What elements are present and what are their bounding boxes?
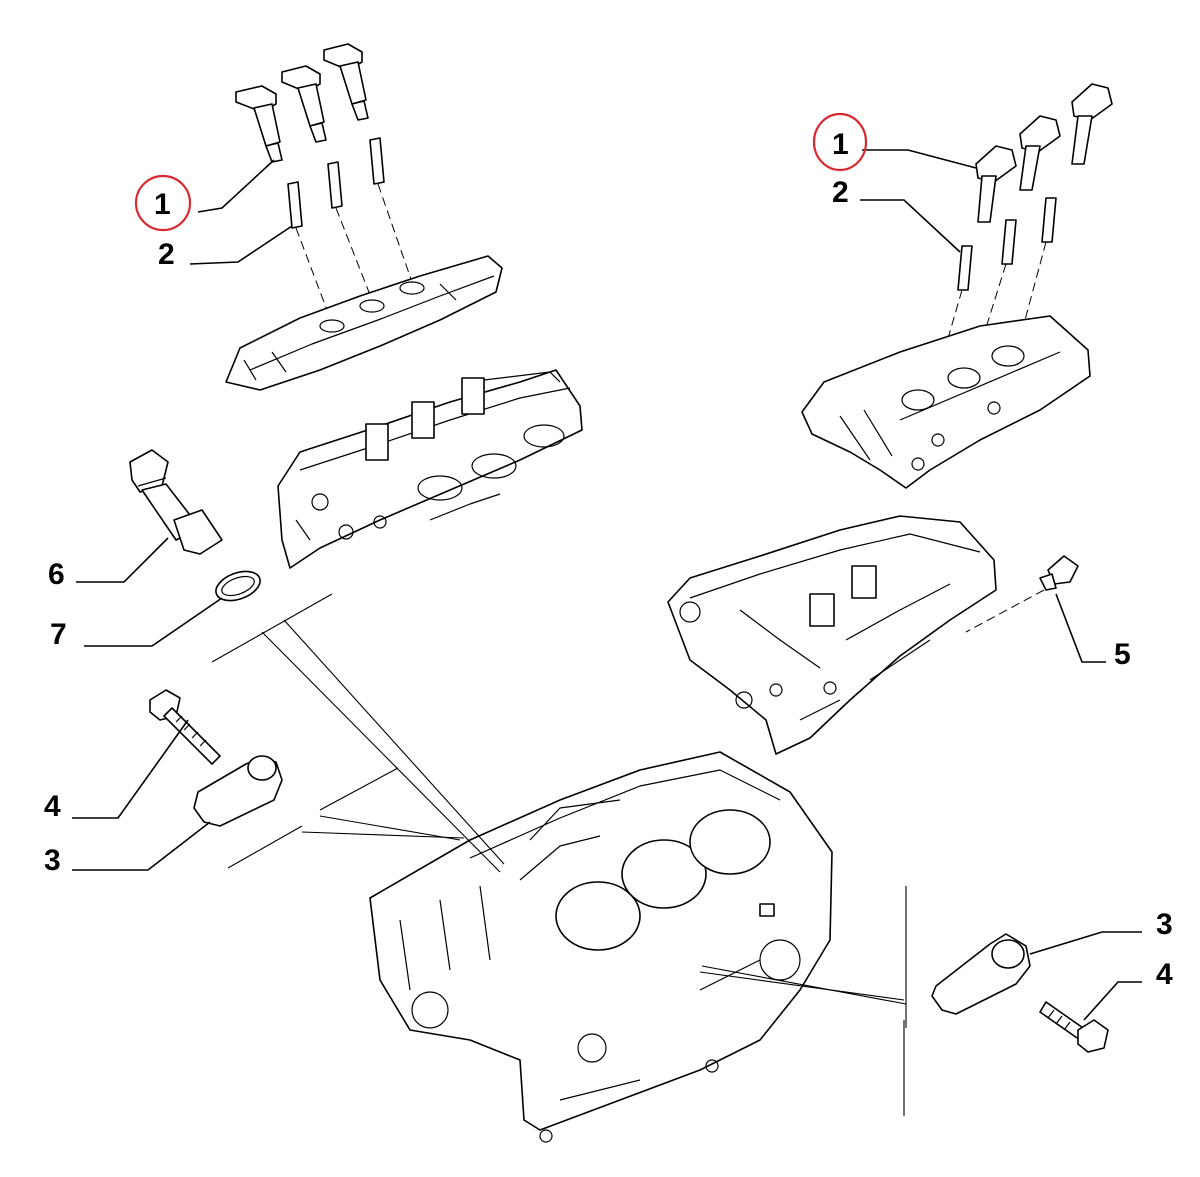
right-cylinder-head — [667, 515, 997, 755]
callout-oring-7: 7 — [50, 618, 67, 651]
callout-right-plug: 2 — [832, 176, 849, 209]
left-plug-c — [369, 137, 385, 185]
callout-sensor-5: 5 — [1114, 638, 1131, 671]
o-ring-7 — [215, 570, 261, 602]
right-plug-a — [957, 245, 973, 291]
right-plug-c — [1041, 197, 1057, 243]
right-coil-b — [1019, 115, 1061, 191]
left-coil-a — [235, 85, 283, 163]
callout-knock-right: 3 — [1156, 908, 1173, 941]
left-ignition-coils — [235, 43, 369, 163]
bolt-left-4 — [149, 689, 221, 765]
left-cylinder-head — [277, 369, 583, 569]
callout-left-plug: 2 — [158, 238, 175, 271]
highlight-circle-right — [812, 112, 868, 172]
engine-block — [369, 751, 833, 1143]
right-coil-a — [975, 145, 1017, 223]
callout-knock-left: 3 — [44, 844, 61, 877]
callout-sensor-6: 6 — [48, 558, 65, 591]
right-cam-cover — [801, 315, 1091, 489]
left-spark-plugs — [287, 137, 385, 229]
highlight-circle-left — [134, 174, 192, 232]
left-plug-b — [327, 161, 343, 209]
left-plug-a — [287, 181, 303, 229]
highlight-circles — [134, 112, 868, 232]
bolt-right-4 — [1039, 1001, 1109, 1053]
right-coil-c — [1071, 83, 1113, 165]
callout-numbers: 1 2 1 2 6 7 4 3 5 3 4 — [44, 128, 1173, 991]
right-ignition-coils — [975, 83, 1113, 223]
block-pointer-lines — [211, 593, 907, 1116]
left-dashed-guides — [295, 183, 413, 319]
callout-left-coil: 1 — [154, 188, 171, 221]
knock-sensor-right-3 — [931, 933, 1031, 1015]
callout-bolt-left: 4 — [44, 790, 61, 823]
left-coil-c — [323, 43, 369, 121]
sensor-6 — [129, 449, 223, 555]
knock-sensor-left-3 — [193, 755, 283, 827]
left-cam-cover — [225, 255, 503, 391]
right-plug-b — [1001, 219, 1017, 265]
leader-lines — [72, 149, 1142, 1021]
left-coil-b — [281, 65, 327, 143]
callout-bolt-right: 4 — [1156, 958, 1173, 991]
right-spark-plugs — [957, 197, 1057, 291]
temperature-sensor-5 — [965, 555, 1079, 633]
callout-right-coil: 1 — [832, 128, 849, 161]
